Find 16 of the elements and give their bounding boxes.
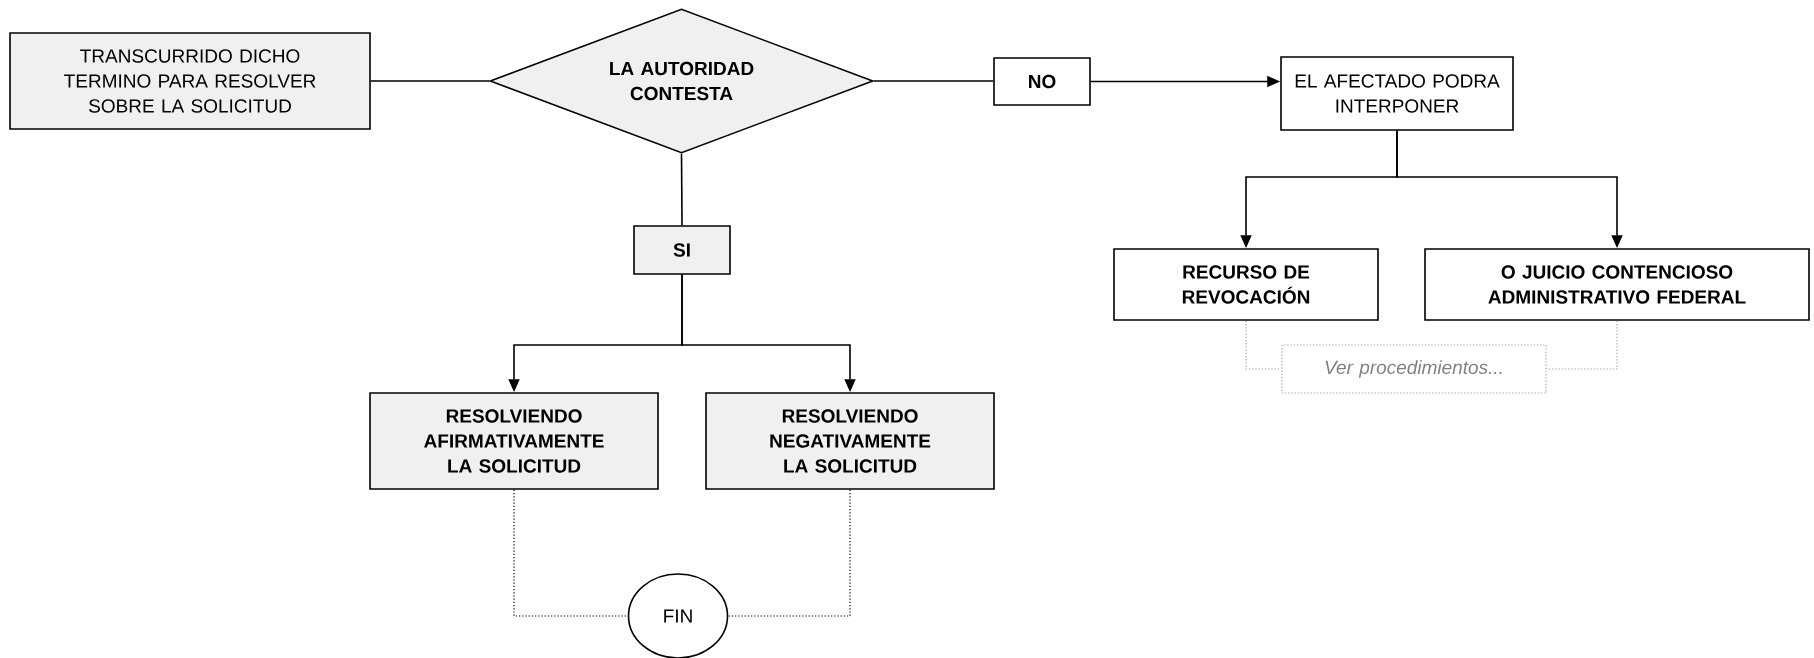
answer-box: NO <box>993 57 1091 106</box>
connector-line <box>1245 320 1282 370</box>
answer-box: SI <box>633 225 731 275</box>
connector-line <box>1546 320 1618 370</box>
process-box: TRANSCURRIDO DICHO TERMINO PARA RESOLVER SOBRE LA SOLICITUD <box>9 32 371 130</box>
connector-line <box>873 80 994 82</box>
process-box: RESOLVIENDO NEGATIVAMENTE LA SOLICITUD <box>705 392 995 490</box>
process-box: RESOLVIENDO AFIRMATIVAMENTE LA SOLICITUD <box>369 392 659 490</box>
link-box: Ver procedimientos... <box>1281 344 1547 394</box>
connector-line <box>370 80 491 82</box>
connector-line <box>680 153 683 226</box>
connector-line <box>513 489 629 617</box>
process-box: O JUICIO CONTENCIOSO ADMINISTRATIVO FEDERAL <box>1424 248 1810 321</box>
process-box: EL AFECTADO PODRA INTERPONER <box>1280 56 1514 131</box>
connector-line <box>727 489 851 617</box>
process-box: RECURSO DE REVOCACIÓN <box>1113 248 1379 321</box>
